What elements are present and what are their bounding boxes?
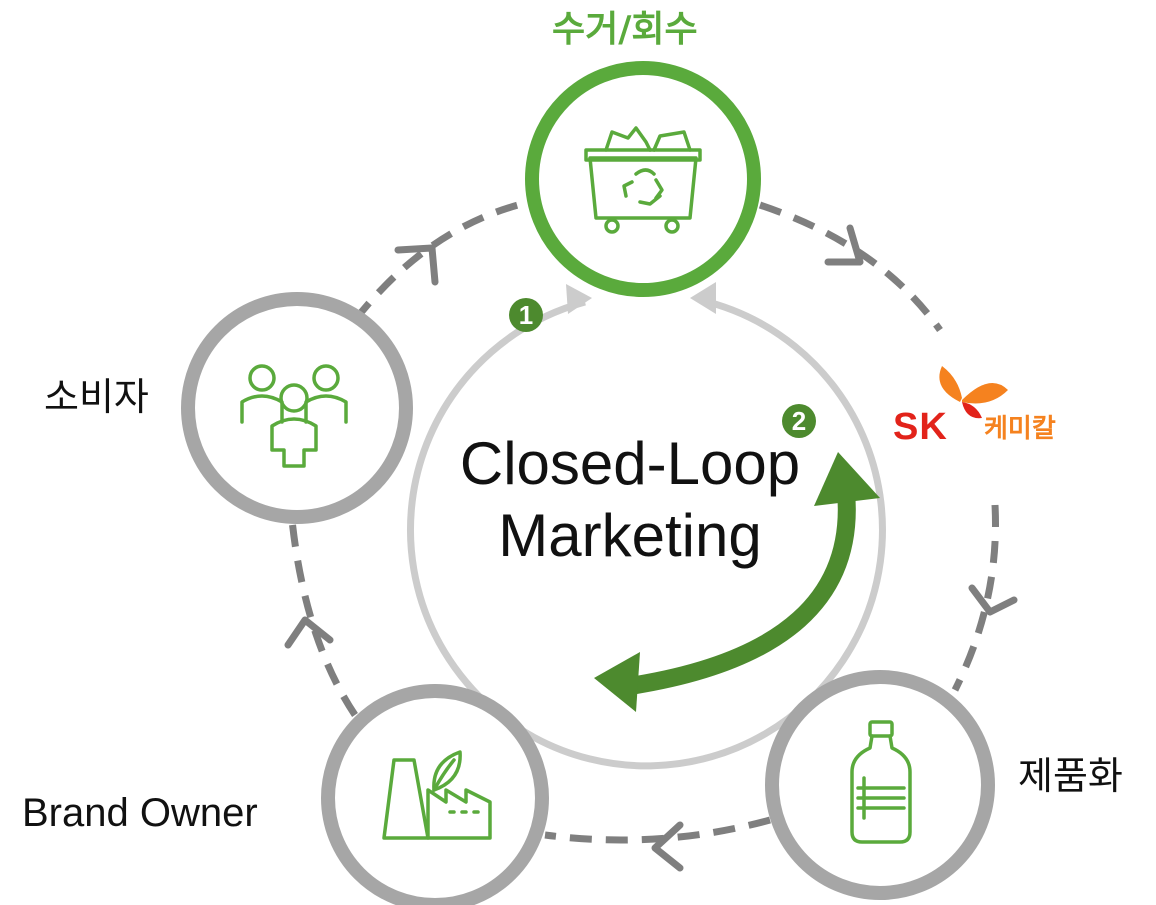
- consumer-label: 소비자: [44, 375, 149, 419]
- step-badge-2: 2: [782, 404, 816, 438]
- inner-loop-ring: [406, 296, 886, 770]
- arrow-collect-to-sk: [758, 201, 943, 333]
- center-title: Closed-Loop Marketing: [400, 428, 860, 572]
- product-label: 제품화: [1018, 754, 1123, 798]
- green-arrowhead-top: [814, 452, 880, 506]
- chevron-right-icon: [394, 244, 439, 286]
- arrow-product-to-brand: [544, 816, 771, 844]
- outer-cycle-dashed-arrows: [288, 198, 999, 844]
- sk-logo-text: SK: [893, 406, 948, 448]
- arrow-brand-to-consumer: [288, 519, 358, 717]
- inner-loop: [406, 282, 886, 770]
- inner-loop-arrowhead-left: [566, 284, 592, 314]
- center-title-line2: Marketing: [498, 502, 762, 569]
- inner-loop-arrowhead-right: [690, 282, 716, 314]
- recycling-bin-icon: [584, 126, 702, 234]
- chevron-down-icon: [968, 584, 1018, 616]
- plastic-bottle-icon: [850, 720, 912, 844]
- chevron-left-icon: [651, 821, 684, 872]
- sk-chemical-subtext: 케미칼: [984, 414, 1056, 444]
- green-return-arrow: [594, 452, 880, 712]
- chevron-up-icon: [284, 616, 334, 649]
- collect-node-ring: [525, 61, 761, 297]
- collect-label: 수거/회수: [552, 9, 698, 50]
- center-title-line1: Closed-Loop: [459, 430, 801, 497]
- brand-owner-label: Brand Owner: [22, 791, 258, 835]
- chevron-right-icon: [824, 224, 864, 266]
- people-group-icon: [240, 364, 348, 468]
- green-arrowhead-bottom: [594, 652, 640, 712]
- consumer-node-ring: [181, 292, 413, 524]
- factory-leaf-icon: [382, 750, 492, 840]
- sk-butterfly-logo: [939, 366, 1008, 419]
- step-badge-1: 1: [509, 298, 543, 332]
- outer-cycle-chevrons: [284, 224, 1018, 872]
- product-node-ring: [765, 670, 995, 900]
- brand-node-ring: [321, 684, 549, 905]
- arrow-consumer-to-collect: [352, 198, 531, 323]
